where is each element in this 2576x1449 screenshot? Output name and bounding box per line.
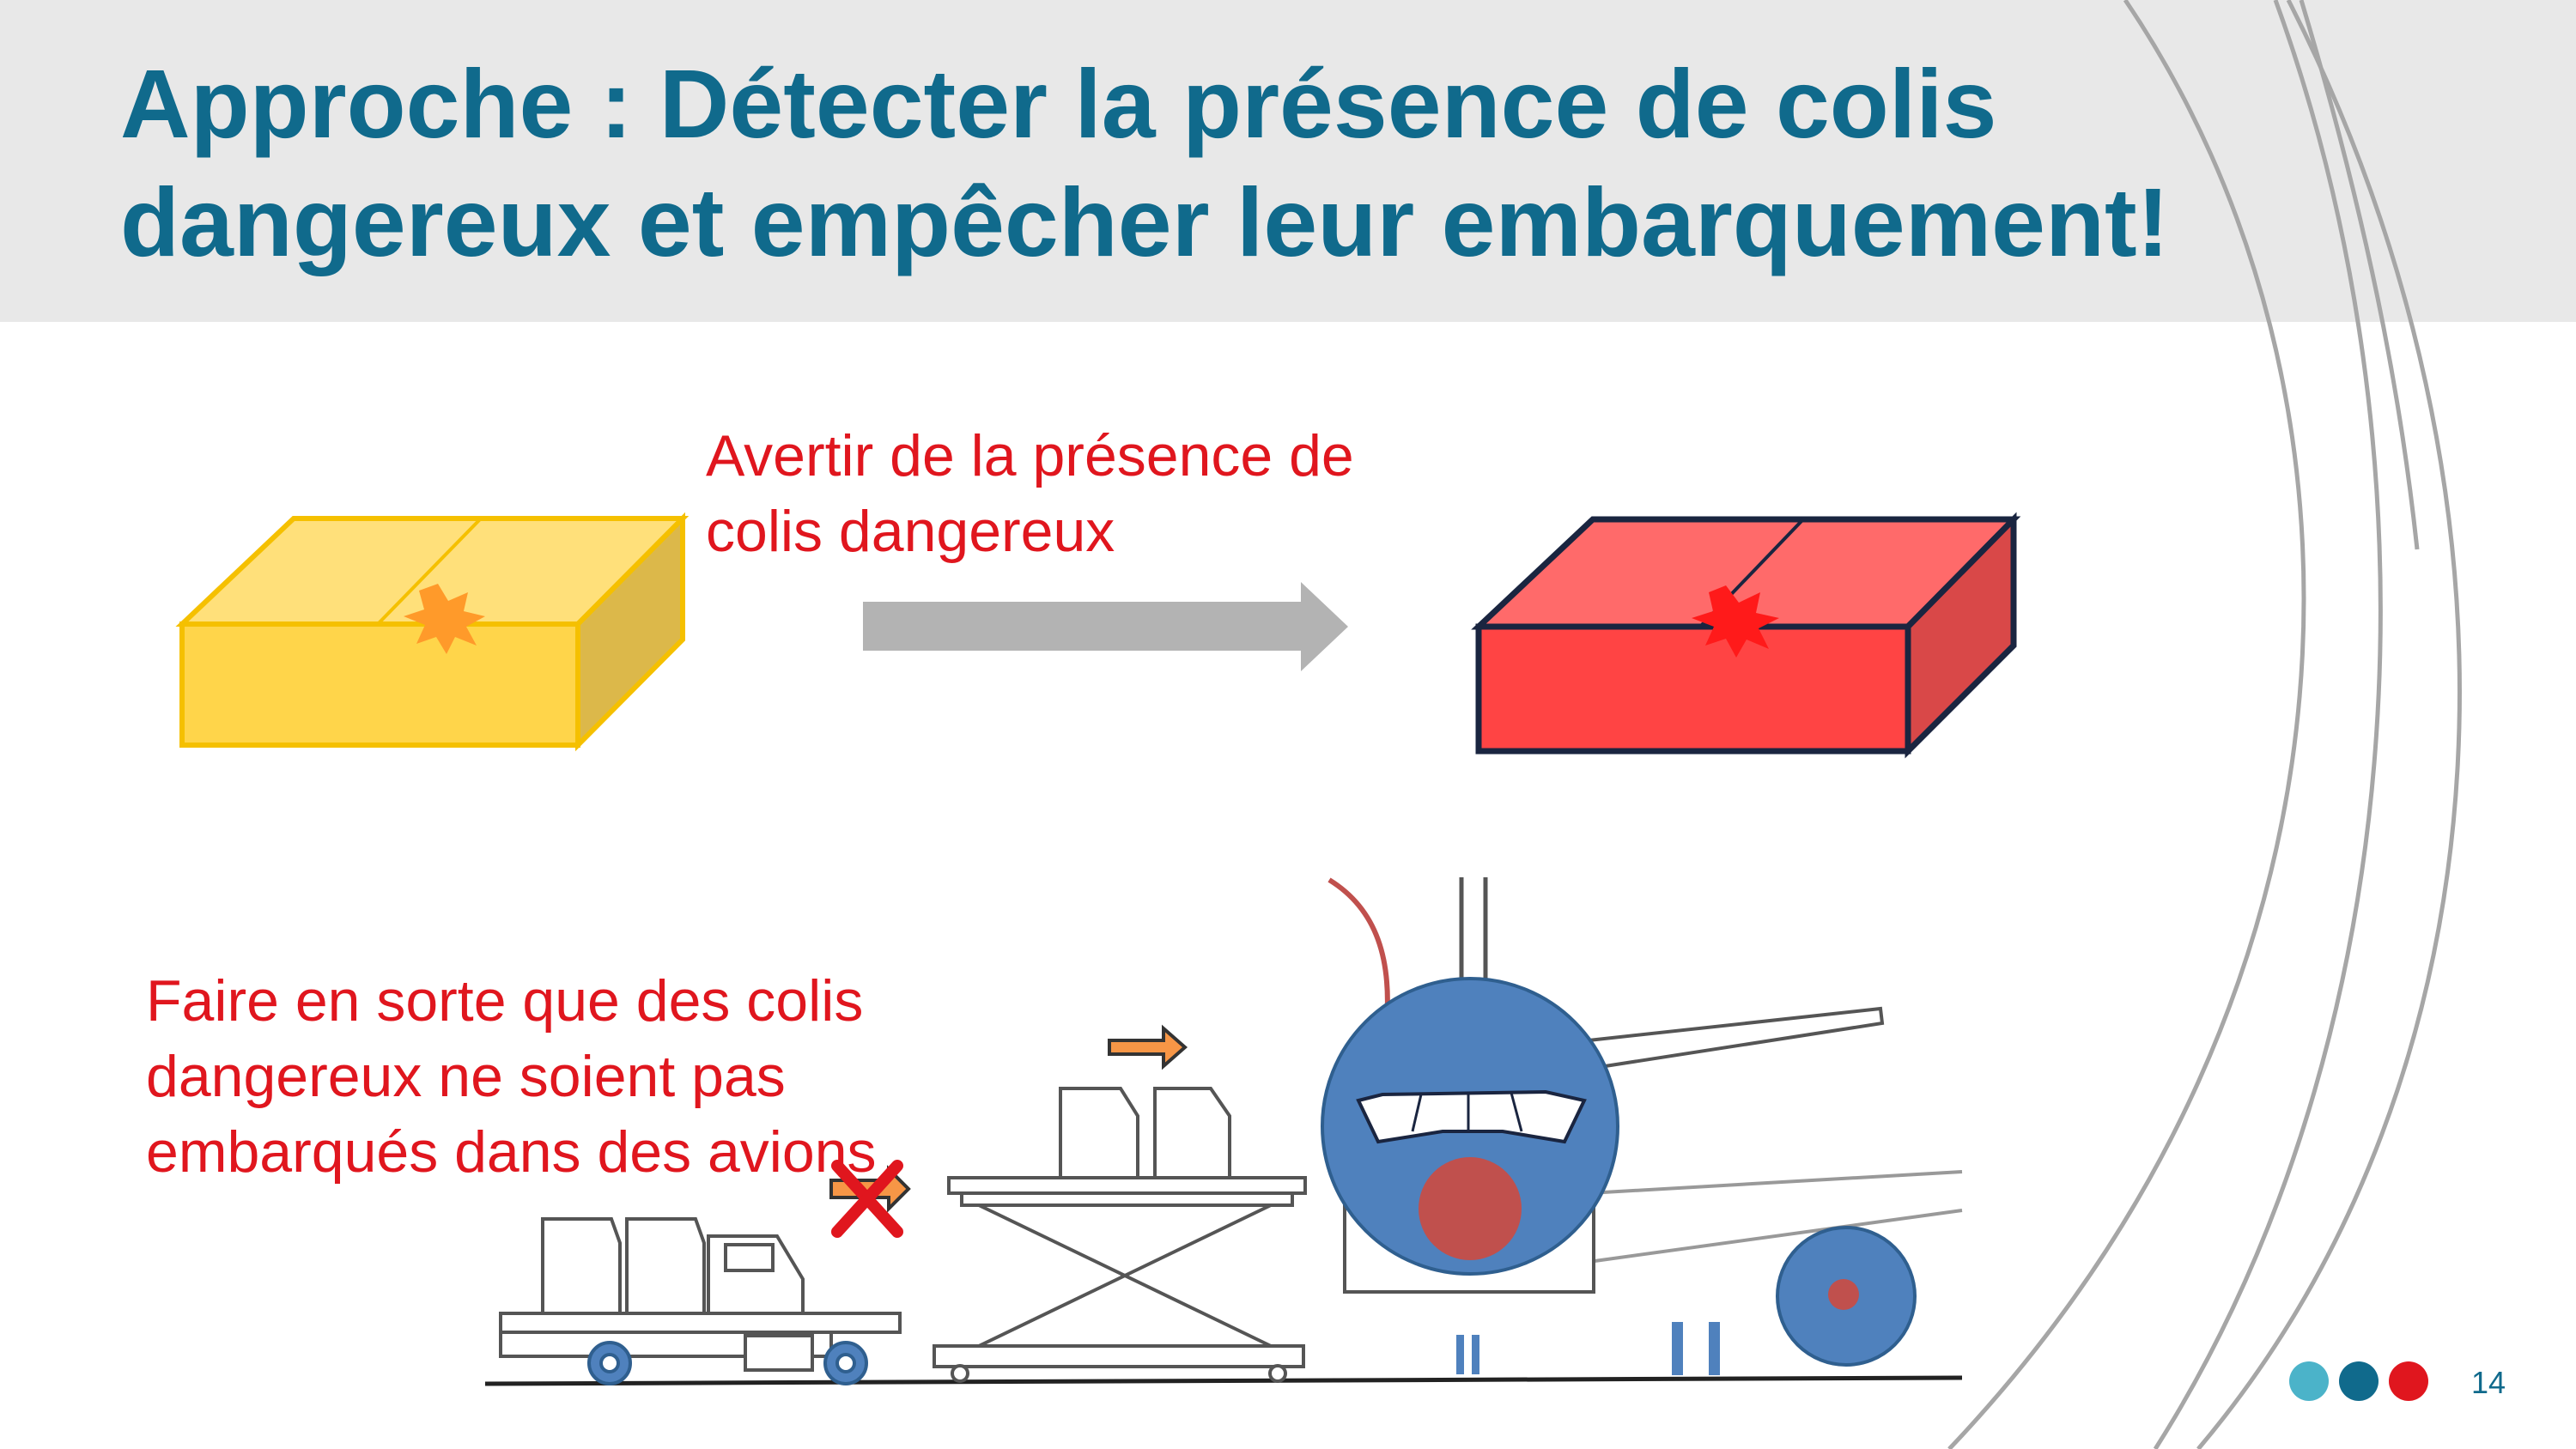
caption-prevent-boarding: Faire en sorte que des colis dangereux n… — [146, 963, 877, 1190]
scissor-lift-icon — [933, 1087, 1307, 1383]
package-yellow-icon — [175, 512, 690, 752]
airplane-icon — [1321, 877, 1963, 1375]
caption-prevent-line-2: dangereux ne soient pas — [146, 1044, 786, 1109]
page-title-line-1: Approche : Détecter la présence de colis — [120, 50, 1997, 158]
page-title-line-2: dangereux et empêcher leur embarquement! — [120, 168, 2170, 276]
hazard-burst-icon — [404, 584, 485, 654]
parcel-direction-arrow-icon — [1108, 1024, 1188, 1070]
caption-warn-line-2: colis dangereux — [706, 499, 1115, 564]
right-arrow-icon — [863, 582, 1348, 671]
hazard-burst-icon — [1692, 585, 1779, 658]
dot-blue — [2339, 1361, 2379, 1401]
dot-red — [2389, 1361, 2428, 1401]
cross-icon — [831, 1160, 903, 1238]
caption-prevent-line-3: embarqués dans des avions — [146, 1119, 877, 1185]
header-band — [0, 0, 2576, 322]
caption-warn-line-1: Avertir de la présence de — [706, 423, 1354, 488]
dot-teal — [2289, 1361, 2329, 1401]
baggage-truck-icon — [499, 1217, 902, 1385]
caption-warn-hazard: Avertir de la présence de colis dangereu… — [706, 418, 1354, 569]
page-title: Approche : Détecter la présence de colis… — [120, 45, 2353, 282]
hazard-package-red-icon — [1471, 512, 2021, 759]
caption-prevent-line-1: Faire en sorte que des colis — [146, 968, 864, 1034]
page-number: 14 — [2471, 1365, 2506, 1400]
decorative-arcs — [1947, 0, 2462, 1449]
